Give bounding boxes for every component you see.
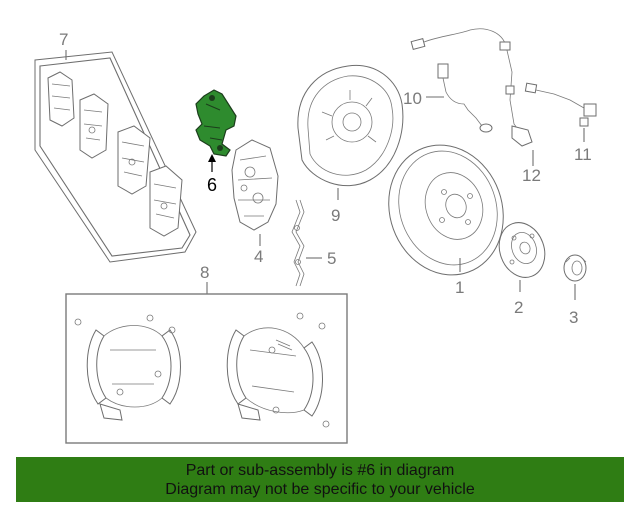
brake-pad-set-group: 7 [34,30,197,263]
rear-wear-sensor [524,82,597,127]
callout-9[interactable]: 9 [331,206,340,225]
anti-rattle-spring [291,199,305,287]
brake-rotor [388,144,504,276]
brake-pad-4 [149,165,183,237]
callout-2[interactable]: 2 [514,298,523,317]
abs-wheel-sensor [469,28,533,147]
brake-pad-2 [79,93,109,159]
callout-7[interactable]: 7 [59,30,68,49]
wheel-hub [498,222,546,278]
brake-pad-1 [47,71,75,127]
callout-6[interactable]: 6 [207,175,217,195]
parking-brake-shoe-kit [65,293,348,444]
callout-4[interactable]: 4 [254,247,263,266]
banner-line-1: Part or sub-assembly is #6 in diagram [185,462,455,479]
callout-5[interactable]: 5 [327,249,336,268]
callout-10[interactable]: 10 [403,89,422,108]
axle-nut [563,254,587,282]
caliper-bracket-highlighted[interactable] [195,89,237,157]
info-banner: Part or sub-assembly is #6 in diagram Di… [16,457,624,502]
callout-12[interactable]: 12 [522,166,541,185]
brake-caliper [231,139,279,231]
callout-3[interactable]: 3 [569,308,578,327]
banner-line-2: Diagram may not be specific to your vehi… [165,481,475,498]
callout-1[interactable]: 1 [455,278,464,297]
splash-shield [297,64,404,187]
callout-11[interactable]: 11 [574,145,592,164]
brake-pad-3 [117,125,151,195]
brake-wear-sensor [410,29,493,133]
callout-8[interactable]: 8 [200,263,209,282]
